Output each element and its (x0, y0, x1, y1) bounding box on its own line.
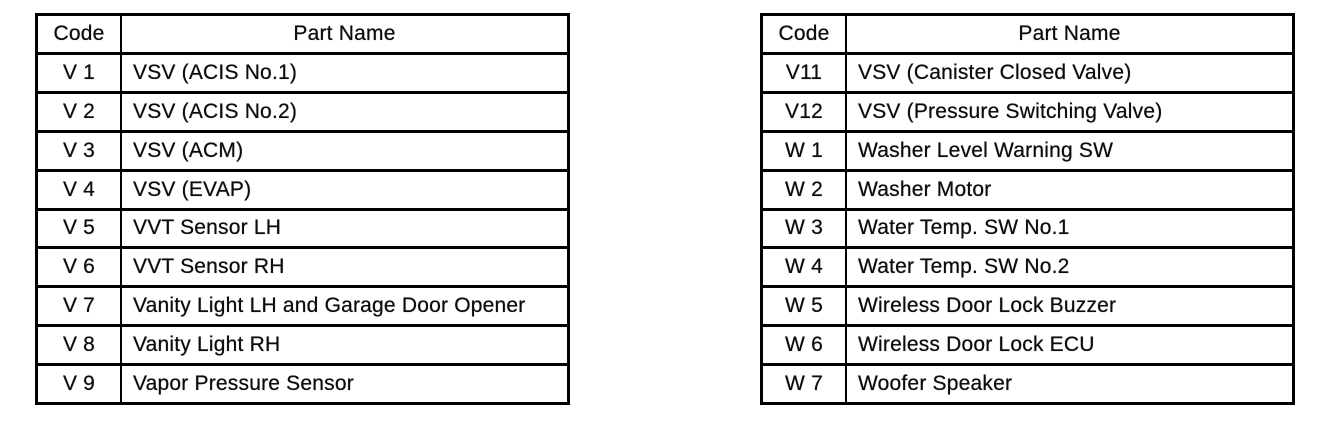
table-row: W 6 Wireless Door Lock ECU (763, 324, 1292, 364)
table-row: V12 VSV (Pressure Switching Valve) (763, 90, 1292, 130)
part-name-cell: VSV (Pressure Switching Valve) (858, 99, 1163, 123)
code-cell: V 4 (38, 171, 122, 208)
table-row: W 7 Woofer Speaker (763, 363, 1292, 403)
part-name-cell: Vapor Pressure Sensor (133, 372, 354, 396)
code-cell: V 1 (38, 54, 122, 91)
table-row: W 5 Wireless Door Lock Buzzer (763, 285, 1292, 325)
code-cell: V 5 (38, 210, 122, 247)
part-name-cell: VSV (EVAP) (133, 177, 252, 201)
table-row: V 1 VSV (ACIS No.1) (38, 51, 567, 91)
code-cell: W 5 (763, 288, 847, 325)
table-row: W 3 Water Temp. SW No.1 (763, 207, 1292, 247)
part-name-cell: VVT Sensor LH (133, 216, 282, 240)
code-cell: V 7 (38, 288, 122, 325)
code-cell: V 8 (38, 327, 122, 364)
code-column-header: Code (763, 16, 847, 52)
table-row: V 4 VSV (EVAP) (38, 168, 567, 208)
code-cell: V 6 (38, 249, 122, 286)
code-cell: W 6 (763, 327, 847, 364)
table-row: V11 VSV (Canister Closed Valve) (763, 51, 1292, 91)
table-row: W 4 Water Temp. SW No.2 (763, 246, 1292, 286)
part-name-cell: Water Temp. SW No.1 (858, 216, 1070, 240)
part-name-column-header: Part Name (1018, 21, 1121, 45)
part-name-cell: Wireless Door Lock Buzzer (858, 294, 1117, 318)
table-row: V 9 Vapor Pressure Sensor (38, 363, 567, 403)
part-name-cell: Washer Level Warning SW (858, 138, 1114, 162)
table-row: W 1 Washer Level Warning SW (763, 129, 1292, 169)
code-cell: V 2 (38, 93, 122, 130)
table-header-row: Code Part Name (38, 16, 567, 52)
part-name-cell: Wireless Door Lock ECU (858, 333, 1095, 357)
part-name-cell: VVT Sensor RH (133, 255, 285, 279)
code-cell: W 7 (763, 366, 847, 403)
part-name-cell: VSV (ACIS No.1) (133, 60, 298, 84)
code-cell: W 3 (763, 210, 847, 247)
table-row: V 7 Vanity Light LH and Garage Door Open… (38, 285, 567, 325)
code-cell: W 4 (763, 249, 847, 286)
table-row: V 6 VVT Sensor RH (38, 246, 567, 286)
table-row: V 3 VSV (ACM) (38, 129, 567, 169)
table-row: W 2 Washer Motor (763, 168, 1292, 208)
part-name-cell: Vanity Light LH and Garage Door Opener (133, 294, 526, 318)
part-code-table-right: Code Part Name V11 VSV (Canister Closed … (760, 13, 1295, 405)
part-name-column-header: Part Name (293, 21, 396, 45)
table-row: V 5 VVT Sensor LH (38, 207, 567, 247)
part-code-table-left: Code Part Name V 1 VSV (ACIS No.1) V 2 V… (35, 13, 570, 405)
part-name-cell: Washer Motor (858, 177, 992, 201)
part-name-cell: Vanity Light RH (133, 333, 281, 357)
code-cell: W 2 (763, 171, 847, 208)
table-row: V 2 VSV (ACIS No.2) (38, 90, 567, 130)
part-name-cell: Water Temp. SW No.2 (858, 255, 1070, 279)
code-column-header: Code (38, 16, 122, 52)
part-name-cell: Woofer Speaker (858, 372, 1013, 396)
code-cell: V11 (763, 54, 847, 91)
part-name-cell: VSV (ACIS No.2) (133, 99, 298, 123)
code-cell: V 3 (38, 132, 122, 169)
part-name-cell: VSV (Canister Closed Valve) (858, 60, 1132, 84)
code-cell: W 1 (763, 132, 847, 169)
table-row: V 8 Vanity Light RH (38, 324, 567, 364)
code-cell: V 9 (38, 366, 122, 403)
part-name-cell: VSV (ACM) (133, 138, 244, 162)
table-header-row: Code Part Name (763, 16, 1292, 52)
code-cell: V12 (763, 93, 847, 130)
